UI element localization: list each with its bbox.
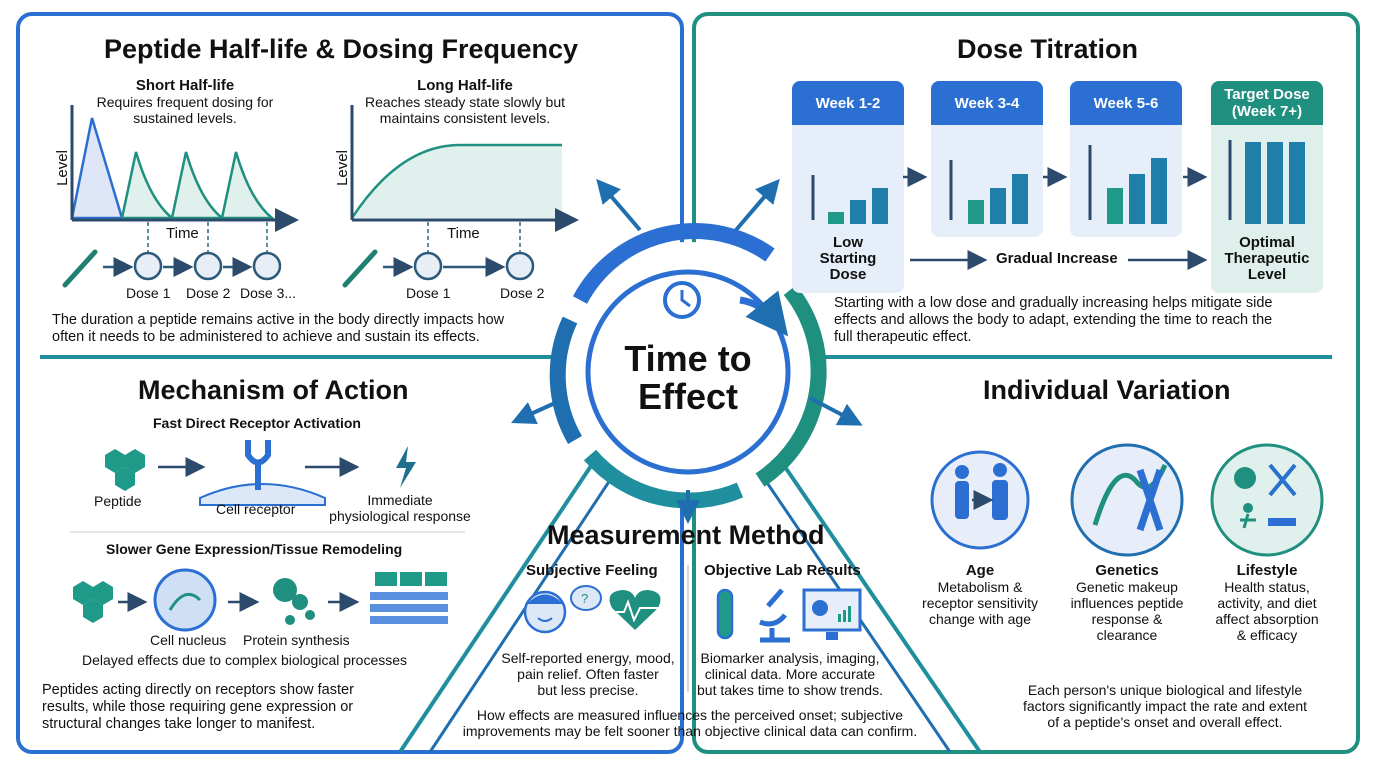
objective-desc: Biomarker analysis, imaging,	[700, 650, 880, 666]
titration-bars	[811, 140, 1305, 270]
response-label: physiological response	[329, 508, 471, 524]
long-desc: Reaches steady state slowly but	[365, 94, 565, 110]
protein-label: Protein synthesis	[243, 632, 350, 648]
genetics-desc: response &	[1091, 611, 1163, 627]
objective-desc: but takes time to show trends.	[697, 682, 883, 698]
end-label: Therapeutic	[1224, 250, 1310, 267]
summary: Starting with a low dose and gradually i…	[834, 295, 1273, 311]
week-card: Week 1-2	[792, 81, 904, 293]
dose-label: Dose 1	[406, 285, 451, 301]
start-label: Low	[833, 234, 863, 251]
mechanism-icons	[73, 440, 448, 632]
response-label: Immediate	[367, 492, 433, 508]
subjective-desc: but less precise.	[537, 682, 639, 698]
objective-title: Objective Lab Results	[704, 562, 861, 579]
short-title: Short Half-life	[135, 77, 235, 94]
xlabel: Time	[447, 225, 480, 242]
measurement-icons: ?	[523, 585, 862, 643]
center-title-line2: Effect	[637, 376, 739, 417]
age-desc: change with age	[929, 611, 1031, 627]
fast-title: Fast Direct Receptor Activation	[153, 415, 361, 431]
summary: results, while those requiring gene expr…	[42, 699, 354, 715]
summary: factors significantly impact the rate an…	[1022, 698, 1308, 714]
summary: The duration a peptide remains active in…	[52, 312, 505, 328]
age-desc: receptor sensitivity	[922, 595, 1038, 611]
dose-label: Dose 3...	[240, 285, 297, 301]
nucleus-label: Cell nucleus	[150, 632, 227, 648]
end-label: Optimal	[1239, 234, 1295, 251]
section-title: Measurement Method	[547, 520, 825, 550]
short-half-life-chart	[0, 0, 1, 1]
start-label: Starting	[819, 250, 877, 267]
short-desc: Requires frequent dosing for	[96, 94, 274, 110]
subjective-title: Subjective Feeling	[526, 562, 658, 579]
summary: structural changes take longer to manife…	[42, 716, 316, 732]
summary: Peptides acting directly on receptors sh…	[42, 682, 354, 698]
age-title: Age	[965, 562, 995, 579]
delayed-label: Delayed effects due to complex biologica…	[82, 652, 408, 668]
subjective-desc: pain relief. Often faster	[517, 666, 659, 682]
subjective-desc: Self-reported energy, mood,	[501, 650, 675, 666]
genetics-desc: Genetic makeup	[1076, 579, 1178, 595]
end-label: Level	[1247, 266, 1287, 283]
long-title: Long Half-life	[417, 77, 513, 94]
dose-label: Dose 1	[126, 285, 171, 301]
center-title-line1: Time to	[624, 338, 752, 379]
dose-label: Dose 2	[500, 285, 545, 301]
section-title: Mechanism of Action	[138, 375, 409, 405]
slow-title: Slower Gene Expression/Tissue Remodeling	[106, 541, 403, 557]
short-desc: sustained levels.	[133, 110, 237, 126]
long-desc: maintains consistent levels.	[379, 110, 551, 126]
lifestyle-desc: Health status,	[1224, 579, 1310, 595]
summary: of a peptide's onset and overall effect.	[1047, 714, 1283, 730]
summary: Each person's unique biological and life…	[1027, 682, 1303, 698]
lifestyle-desc: affect absorption	[1215, 611, 1319, 627]
variation-icons	[930, 443, 1324, 557]
genetics-desc: clearance	[1096, 627, 1158, 643]
receptor-label: Cell receptor	[216, 501, 296, 517]
summary: often it needs to be administered to ach…	[52, 329, 480, 345]
age-desc: Metabolism &	[937, 579, 1023, 595]
xlabel: Time	[166, 225, 199, 242]
section-title: Peptide Half-life & Dosing Frequency	[104, 34, 579, 64]
dose-label: Dose 2	[186, 285, 231, 301]
section-title: Individual Variation	[983, 375, 1231, 405]
lifestyle-desc: & efficacy	[1236, 627, 1298, 643]
section-title: Dose Titration	[957, 34, 1139, 64]
gradual-increase-label: Gradual Increase	[996, 250, 1118, 267]
peptide-label: Peptide	[94, 493, 142, 509]
summary: effects and allows the body to adapt, ex…	[834, 312, 1273, 328]
genetics-title: Genetics	[1095, 562, 1159, 579]
lifestyle-desc: activity, and diet	[1217, 595, 1317, 611]
ylabel: Level	[333, 150, 351, 186]
genetics-desc: influences peptide	[1070, 595, 1184, 611]
objective-desc: clinical data. More accurate	[704, 666, 876, 682]
lifestyle-title: Lifestyle	[1236, 562, 1298, 579]
summary: improvements may be felt sooner than obj…	[462, 723, 918, 739]
ylabel: Level	[53, 150, 71, 186]
summary: full therapeutic effect.	[834, 329, 972, 345]
start-label: Dose	[829, 266, 867, 283]
summary: How effects are measured influences the …	[476, 707, 904, 723]
svg-text:?: ?	[581, 591, 588, 606]
